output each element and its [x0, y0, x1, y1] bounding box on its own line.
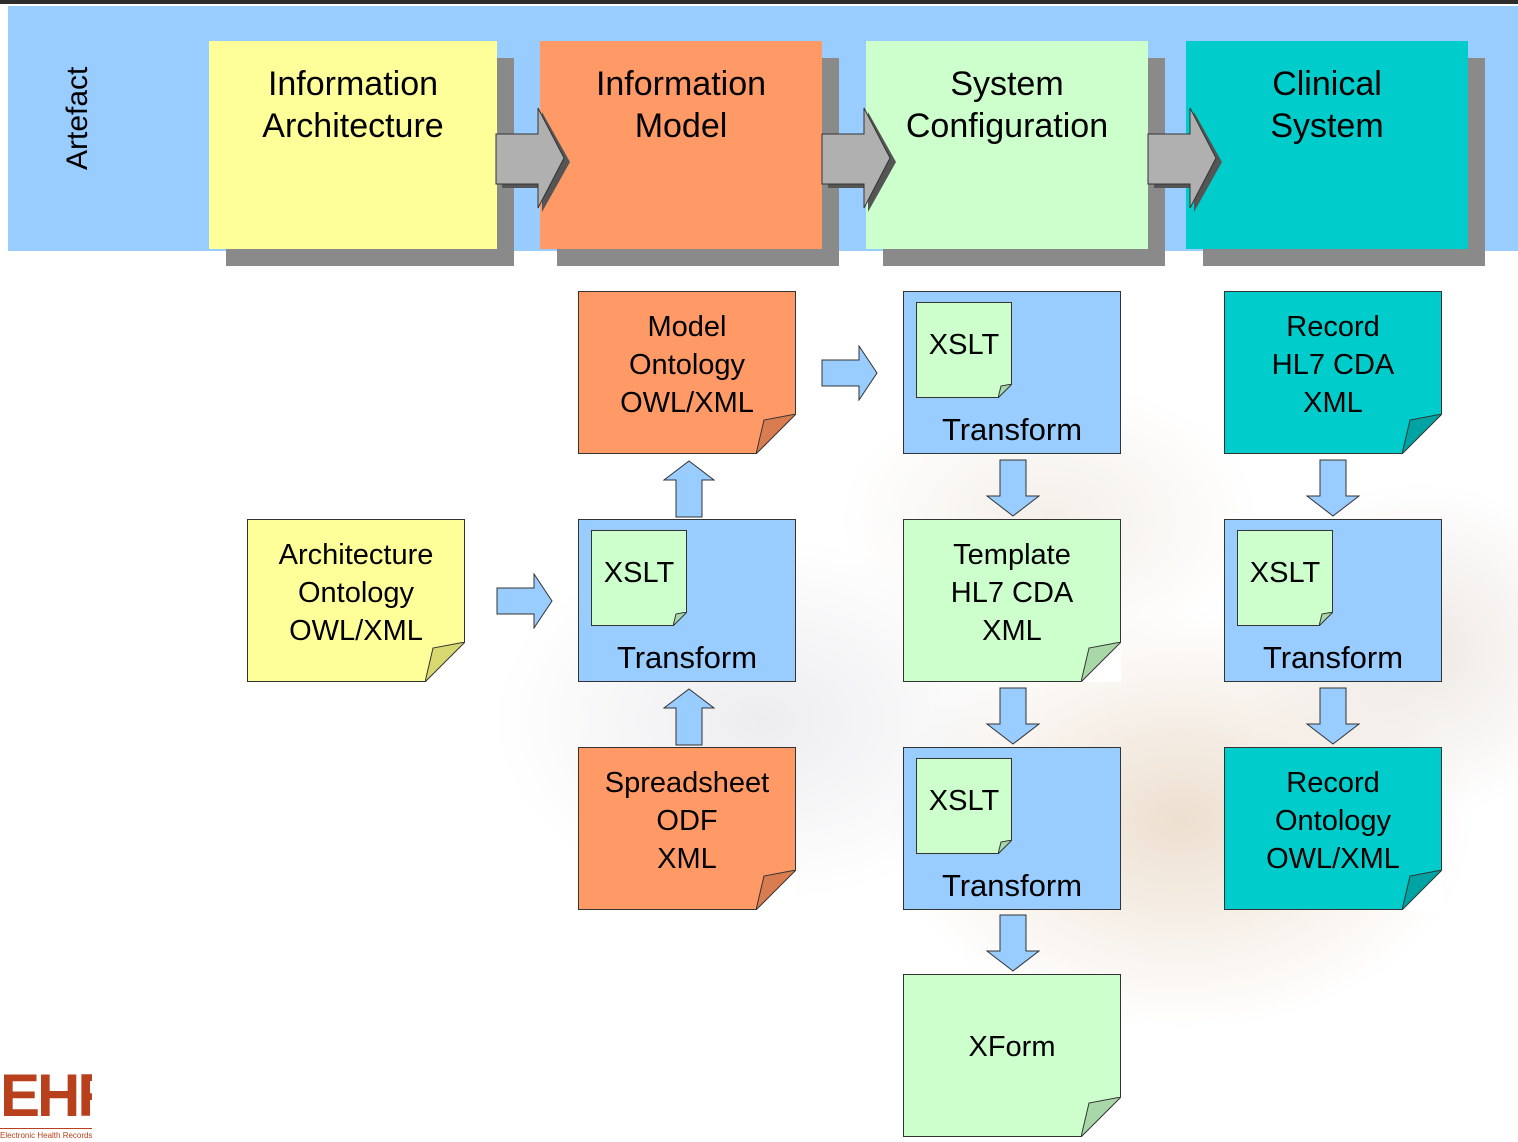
record-cda-note: Record HL7 CDA XML: [1224, 291, 1442, 454]
note-line: HL7 CDA: [950, 577, 1074, 609]
page-fold-icon: [1402, 870, 1442, 910]
stage-arrow-icon: [821, 107, 896, 212]
xslt-document: XSLT: [916, 758, 1012, 854]
note-line: Spreadsheet: [604, 767, 770, 799]
arrow-down-icon: [986, 459, 1040, 517]
note-line: Template: [953, 539, 1071, 571]
xslt-label: XSLT: [928, 329, 1000, 361]
transform-label: Transform: [941, 412, 1083, 447]
band-label: Artefact: [61, 66, 94, 170]
stage-label-line: System: [950, 65, 1064, 103]
arrow-up-icon: [663, 460, 715, 518]
note-line: Record: [1286, 767, 1380, 799]
page-fold-icon: [425, 642, 465, 682]
page-fold-icon: [1081, 1097, 1121, 1137]
note-line: Ontology: [1274, 805, 1392, 837]
page-fold-icon: [756, 870, 796, 910]
note-line: ODF: [656, 805, 718, 837]
page-fold-icon: [998, 384, 1012, 398]
note-line: Record: [1286, 311, 1380, 343]
transform-label: Transform: [941, 868, 1083, 903]
transform-label: Transform: [616, 640, 758, 675]
spreadsheet-note: Spreadsheet ODF XML: [578, 747, 796, 910]
arrow-down-icon: [1306, 459, 1360, 517]
config-transform-box-1: XSLT Transform: [903, 291, 1121, 454]
xslt-document: XSLT: [591, 530, 687, 626]
logo-subtitle: Electronic Health Records: [0, 1128, 92, 1142]
stage-label-line: Information: [267, 65, 439, 103]
xslt-label: XSLT: [603, 557, 675, 589]
stage-information-architecture: Information Architecture: [209, 41, 497, 249]
stage-label-line: Configuration: [905, 107, 1109, 145]
arrow-right-icon: [496, 573, 553, 629]
stage-label-line: Model: [634, 107, 728, 145]
xslt-label: XSLT: [1249, 557, 1321, 589]
stage-label-line: Information: [595, 65, 767, 103]
note-line: XForm: [968, 1031, 1056, 1063]
config-transform-box-2: XSLT Transform: [903, 747, 1121, 910]
model-transform-box: XSLT Transform: [578, 519, 796, 682]
page-fold-icon: [673, 612, 687, 626]
note-line: OWL/XML: [620, 387, 754, 419]
xslt-label: XSLT: [928, 785, 1000, 817]
stage-clinical-system: Clinical System: [1186, 41, 1468, 249]
stage-label-line: Architecture: [262, 107, 444, 145]
arrow-down-icon: [1306, 687, 1360, 745]
architecture-ontology-note: Architecture Ontology OWL/XML: [247, 519, 465, 682]
top-border: [0, 0, 1518, 4]
page-fold-icon: [756, 414, 796, 454]
note-line: XML: [1303, 387, 1363, 419]
clinical-transform-box: XSLT Transform: [1224, 519, 1442, 682]
record-ontology-note: Record Ontology OWL/XML: [1224, 747, 1442, 910]
transform-label: Transform: [1262, 640, 1404, 675]
logo-text: EHR: [0, 1066, 92, 1126]
arrow-up-icon: [663, 688, 715, 746]
stage-arrow-icon: [495, 107, 570, 212]
note-line: Architecture: [278, 539, 434, 571]
page-fold-icon: [1081, 642, 1121, 682]
xslt-document: XSLT: [916, 302, 1012, 398]
xslt-document: XSLT: [1237, 530, 1333, 626]
xform-note: XForm: [903, 974, 1121, 1137]
page-fold-icon: [998, 840, 1012, 854]
arrow-down-icon: [986, 914, 1040, 972]
stage-system-configuration: System Configuration: [866, 41, 1148, 249]
note-line: XML: [982, 615, 1042, 647]
note-line: OWL/XML: [289, 615, 423, 647]
page-fold-icon: [1319, 612, 1333, 626]
note-line: Ontology: [628, 349, 746, 381]
model-ontology-note: Model Ontology OWL/XML: [578, 291, 796, 454]
arrow-right-icon: [821, 345, 878, 401]
note-line: HL7 CDA: [1271, 349, 1395, 381]
stage-label-line: Clinical: [1272, 65, 1382, 103]
stage-information-model: Information Model: [540, 41, 822, 249]
template-note: Template HL7 CDA XML: [903, 519, 1121, 682]
note-line: Model: [647, 311, 727, 343]
stage-arrow-icon: [1147, 107, 1222, 212]
note-line: OWL/XML: [1266, 843, 1400, 875]
note-line: XML: [657, 843, 717, 875]
page-fold-icon: [1402, 414, 1442, 454]
note-line: Ontology: [297, 577, 415, 609]
stage-label-line: System: [1270, 107, 1384, 145]
arrow-down-icon: [986, 687, 1040, 745]
